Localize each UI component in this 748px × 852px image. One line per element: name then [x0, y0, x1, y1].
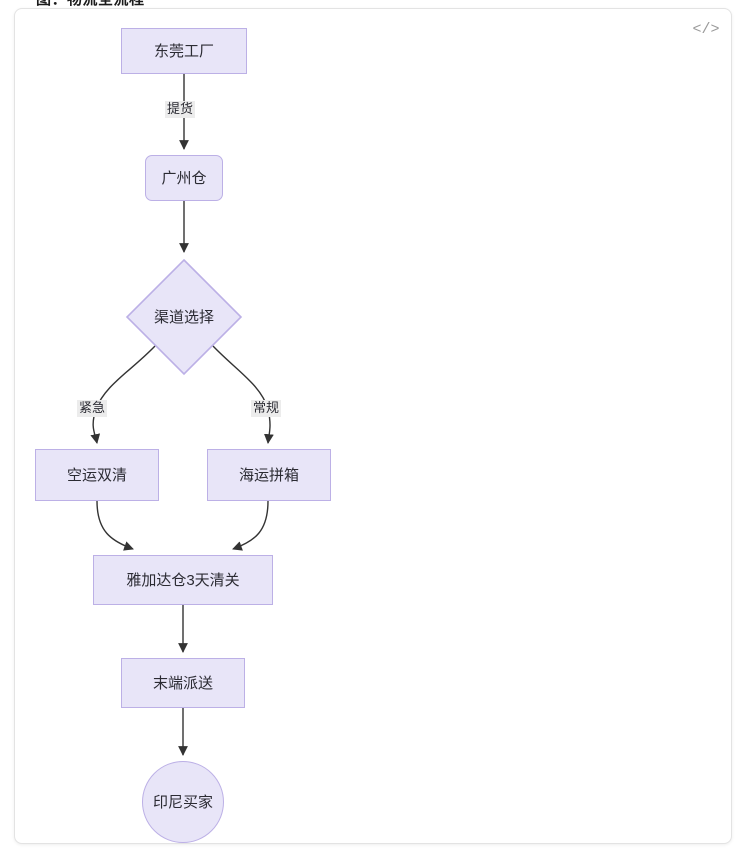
- diamond-shape: [125, 258, 243, 376]
- node-label: 末端派送: [152, 674, 213, 692]
- node-label: 雅加达仓3天清关: [126, 571, 240, 589]
- code-view-icon[interactable]: </>: [692, 20, 720, 38]
- edge-air-jakarta: [96, 500, 134, 551]
- node-label: 渠道选择: [153, 308, 214, 326]
- node-channel-decision[interactable]: 渠道选择: [125, 258, 243, 376]
- flowchart-card: </>: [14, 8, 732, 844]
- node-last-mile-delivery[interactable]: 末端派送: [121, 658, 245, 708]
- node-jakarta-clearance[interactable]: 雅加达仓3天清关: [93, 555, 273, 605]
- node-label: 空运双清: [66, 466, 127, 484]
- node-indonesia-buyer[interactable]: 印尼买家: [142, 761, 224, 843]
- edge-sea-jakarta: [232, 500, 269, 551]
- node-label: 东莞工厂: [153, 42, 214, 60]
- node-guangzhou-warehouse[interactable]: 广州仓: [145, 155, 223, 201]
- edge-label-urgent: 紧急: [77, 400, 108, 417]
- node-dongguan-factory[interactable]: 东莞工厂: [121, 28, 247, 74]
- node-air-freight[interactable]: 空运双清: [35, 449, 159, 501]
- node-sea-lcl[interactable]: 海运拼箱: [207, 449, 331, 501]
- figure-caption: 图：物流全流程: [36, 0, 145, 9]
- flowchart-edges: [90, 74, 274, 756]
- flowchart-canvas: 东莞工厂 广州仓 渠道选择 空运双清 海运拼箱 雅加达仓3天清关: [15, 9, 731, 843]
- edge-label-regular: 常规: [251, 400, 282, 417]
- node-label: 海运拼箱: [238, 466, 299, 484]
- node-label: 印尼买家: [152, 793, 213, 811]
- edge-label-pickup: 提货: [165, 101, 196, 118]
- node-label: 广州仓: [161, 169, 207, 187]
